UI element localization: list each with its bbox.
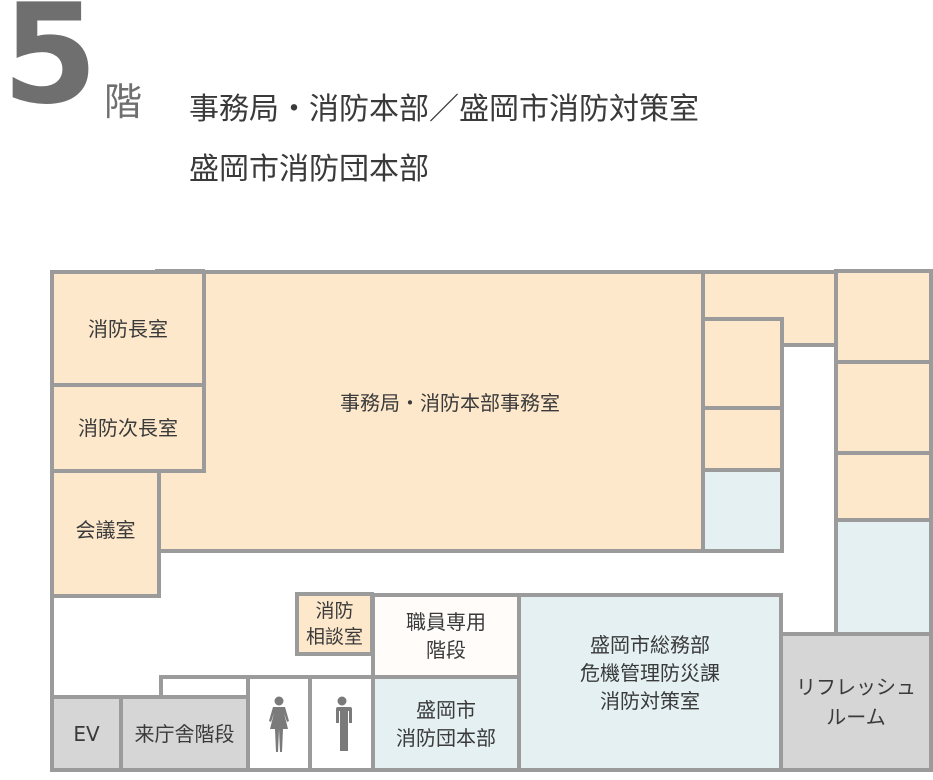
- room-label: 盛岡市 消防団本部: [396, 697, 496, 750]
- room-meeting[interactable]: 会議室: [50, 469, 161, 598]
- room-fire-corps-hq[interactable]: 盛岡市 消防団本部: [371, 675, 521, 772]
- female-restroom-icon: [267, 668, 291, 780]
- room-label: 消防次長室: [78, 416, 178, 440]
- room-east-1[interactable]: [834, 269, 933, 364]
- floor-number: 5: [2, 0, 98, 135]
- room-east-2[interactable]: [834, 360, 933, 455]
- floor-title-line2: 盛岡市消防団本部: [189, 152, 429, 187]
- room-label: 事務局・消防本部事務室: [340, 390, 560, 415]
- floor-title-line1: 事務局・消防本部／盛岡市消防対策室: [189, 92, 699, 127]
- room-label: 会議室: [75, 517, 136, 542]
- room-general-affairs[interactable]: 盛岡市総務部 危機管理防災課 消防対策室: [517, 593, 783, 772]
- room-female-restroom[interactable]: [246, 675, 312, 772]
- outer-left-wall: [50, 594, 54, 698]
- room-label: 来庁舎階段: [134, 721, 235, 746]
- room-refresh[interactable]: リフレッシュ ルーム: [779, 632, 933, 772]
- room-fire-chief[interactable]: 消防長室: [50, 270, 206, 387]
- room-consultation[interactable]: 消防 相談室: [295, 592, 374, 656]
- room-label: リフレッシュ ルーム: [796, 675, 916, 729]
- room-male-restroom[interactable]: [308, 675, 375, 772]
- room-right-small-3[interactable]: [701, 468, 784, 553]
- floor-suffix: 階: [104, 80, 143, 124]
- room-label: EV: [73, 721, 100, 746]
- room-label: 職員専用 階段: [406, 610, 486, 662]
- male-restroom-icon: [330, 668, 354, 780]
- room-main-office[interactable]: 事務局・消防本部事務室: [155, 270, 705, 553]
- room-label: 消防長室: [88, 316, 168, 341]
- room-label: 盛岡市総務部 危機管理防災課 消防対策室: [580, 632, 720, 713]
- room-east-4[interactable]: [834, 518, 933, 636]
- room-east-3[interactable]: [834, 451, 933, 522]
- room-right-small-1[interactable]: [701, 317, 784, 410]
- room-elevator[interactable]: EV: [50, 695, 123, 772]
- room-staff-stairs[interactable]: 職員専用 階段: [371, 593, 521, 679]
- room-deputy-chief[interactable]: 消防次長室: [50, 383, 206, 473]
- room-visitor-stairs[interactable]: 来庁舎階段: [119, 695, 250, 772]
- room-right-small-2[interactable]: [701, 406, 784, 472]
- room-label: 消防 相談室: [305, 600, 363, 648]
